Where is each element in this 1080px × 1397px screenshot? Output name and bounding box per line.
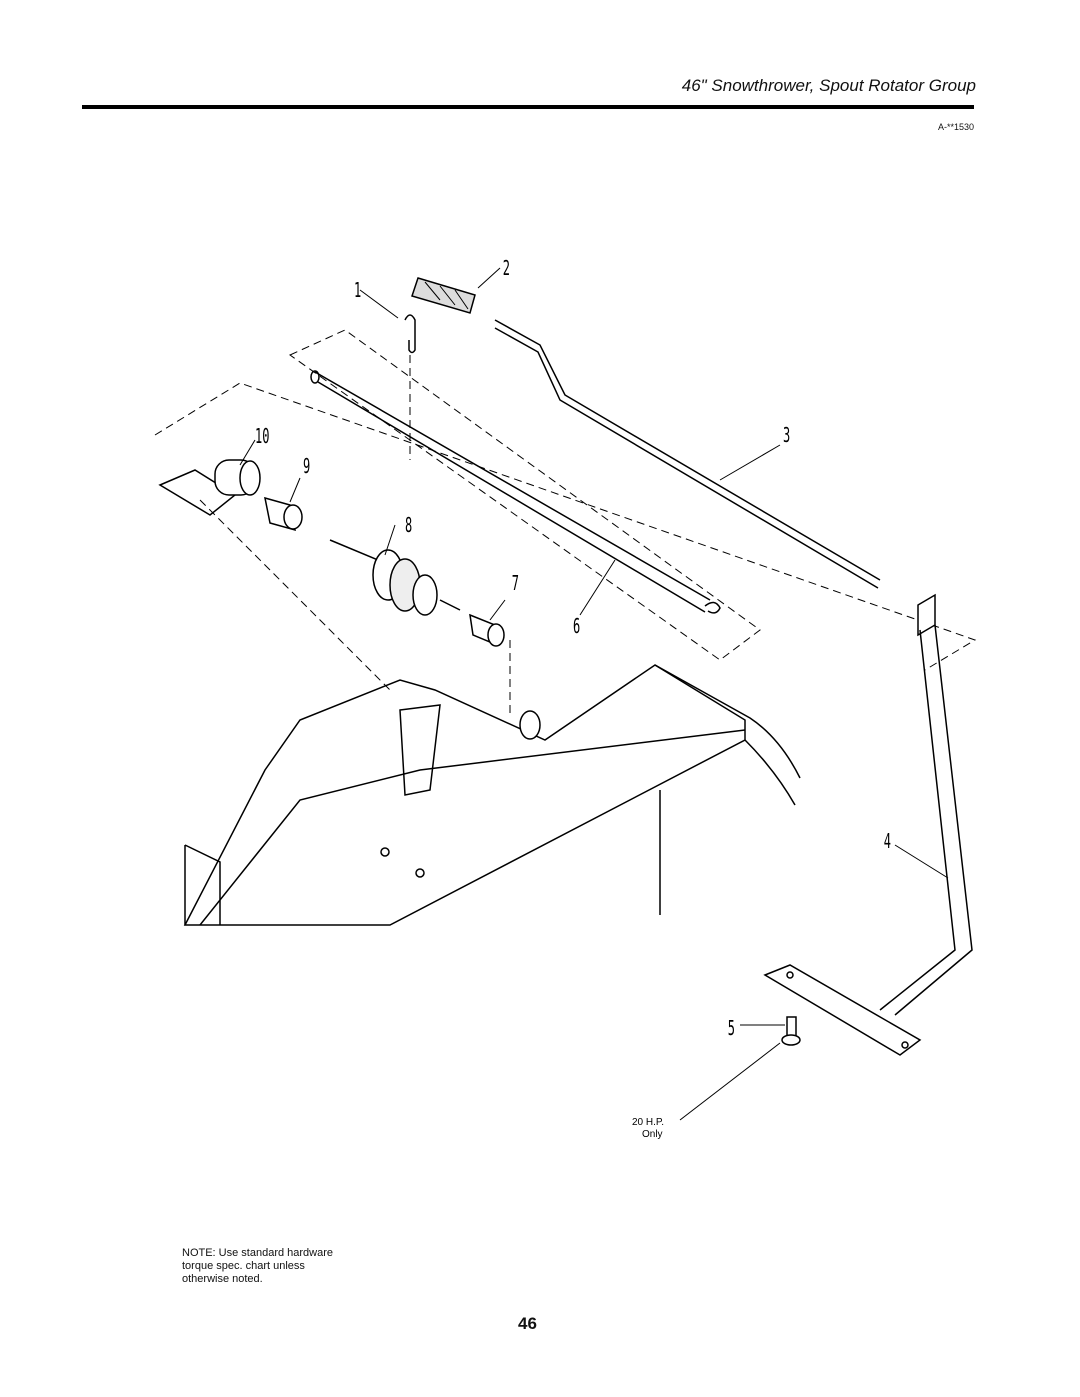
note-line: torque spec. chart unless bbox=[182, 1260, 305, 1272]
drawing-code: A-**1530 bbox=[937, 122, 974, 132]
callout-4: 4 bbox=[884, 830, 891, 853]
header-rule bbox=[82, 105, 974, 109]
callout-6: 6 bbox=[573, 615, 580, 638]
bushing bbox=[264, 496, 303, 532]
annotation-20hp: 20 H.P. bbox=[632, 1117, 664, 1128]
hairpin-clip bbox=[404, 314, 416, 354]
callout-3: 3 bbox=[783, 424, 790, 447]
mounting-bracket bbox=[158, 459, 261, 516]
rotator-rod bbox=[494, 319, 881, 589]
assembly-guide-lines bbox=[154, 329, 977, 715]
callout-10: 10 bbox=[255, 425, 269, 448]
handle-grip bbox=[411, 277, 476, 314]
callout-1: 1 bbox=[354, 279, 361, 302]
snowthrower-frame bbox=[183, 664, 801, 926]
callout-5: 5 bbox=[728, 1017, 735, 1040]
callout-9: 9 bbox=[303, 455, 310, 478]
note-line: NOTE: Use standard hardware bbox=[182, 1247, 334, 1259]
callout-2: 2 bbox=[503, 257, 510, 280]
annotation-only: Only bbox=[642, 1129, 663, 1140]
callout-7: 7 bbox=[512, 572, 519, 595]
bolt bbox=[781, 1016, 801, 1046]
lever-arm bbox=[763, 593, 973, 1056]
hardware-note: NOTE: Use standard hardware torque spec.… bbox=[182, 1247, 402, 1286]
shaft bbox=[314, 371, 711, 613]
page-number: 46 bbox=[518, 1314, 537, 1333]
callout-8: 8 bbox=[405, 514, 412, 537]
leader-lines bbox=[239, 267, 949, 1121]
page-title: 46" Snowthrower, Spout Rotator Group bbox=[681, 76, 976, 95]
bushing-small bbox=[469, 613, 505, 647]
gear-assembly bbox=[329, 539, 461, 616]
note-line: otherwise noted. bbox=[182, 1273, 263, 1285]
